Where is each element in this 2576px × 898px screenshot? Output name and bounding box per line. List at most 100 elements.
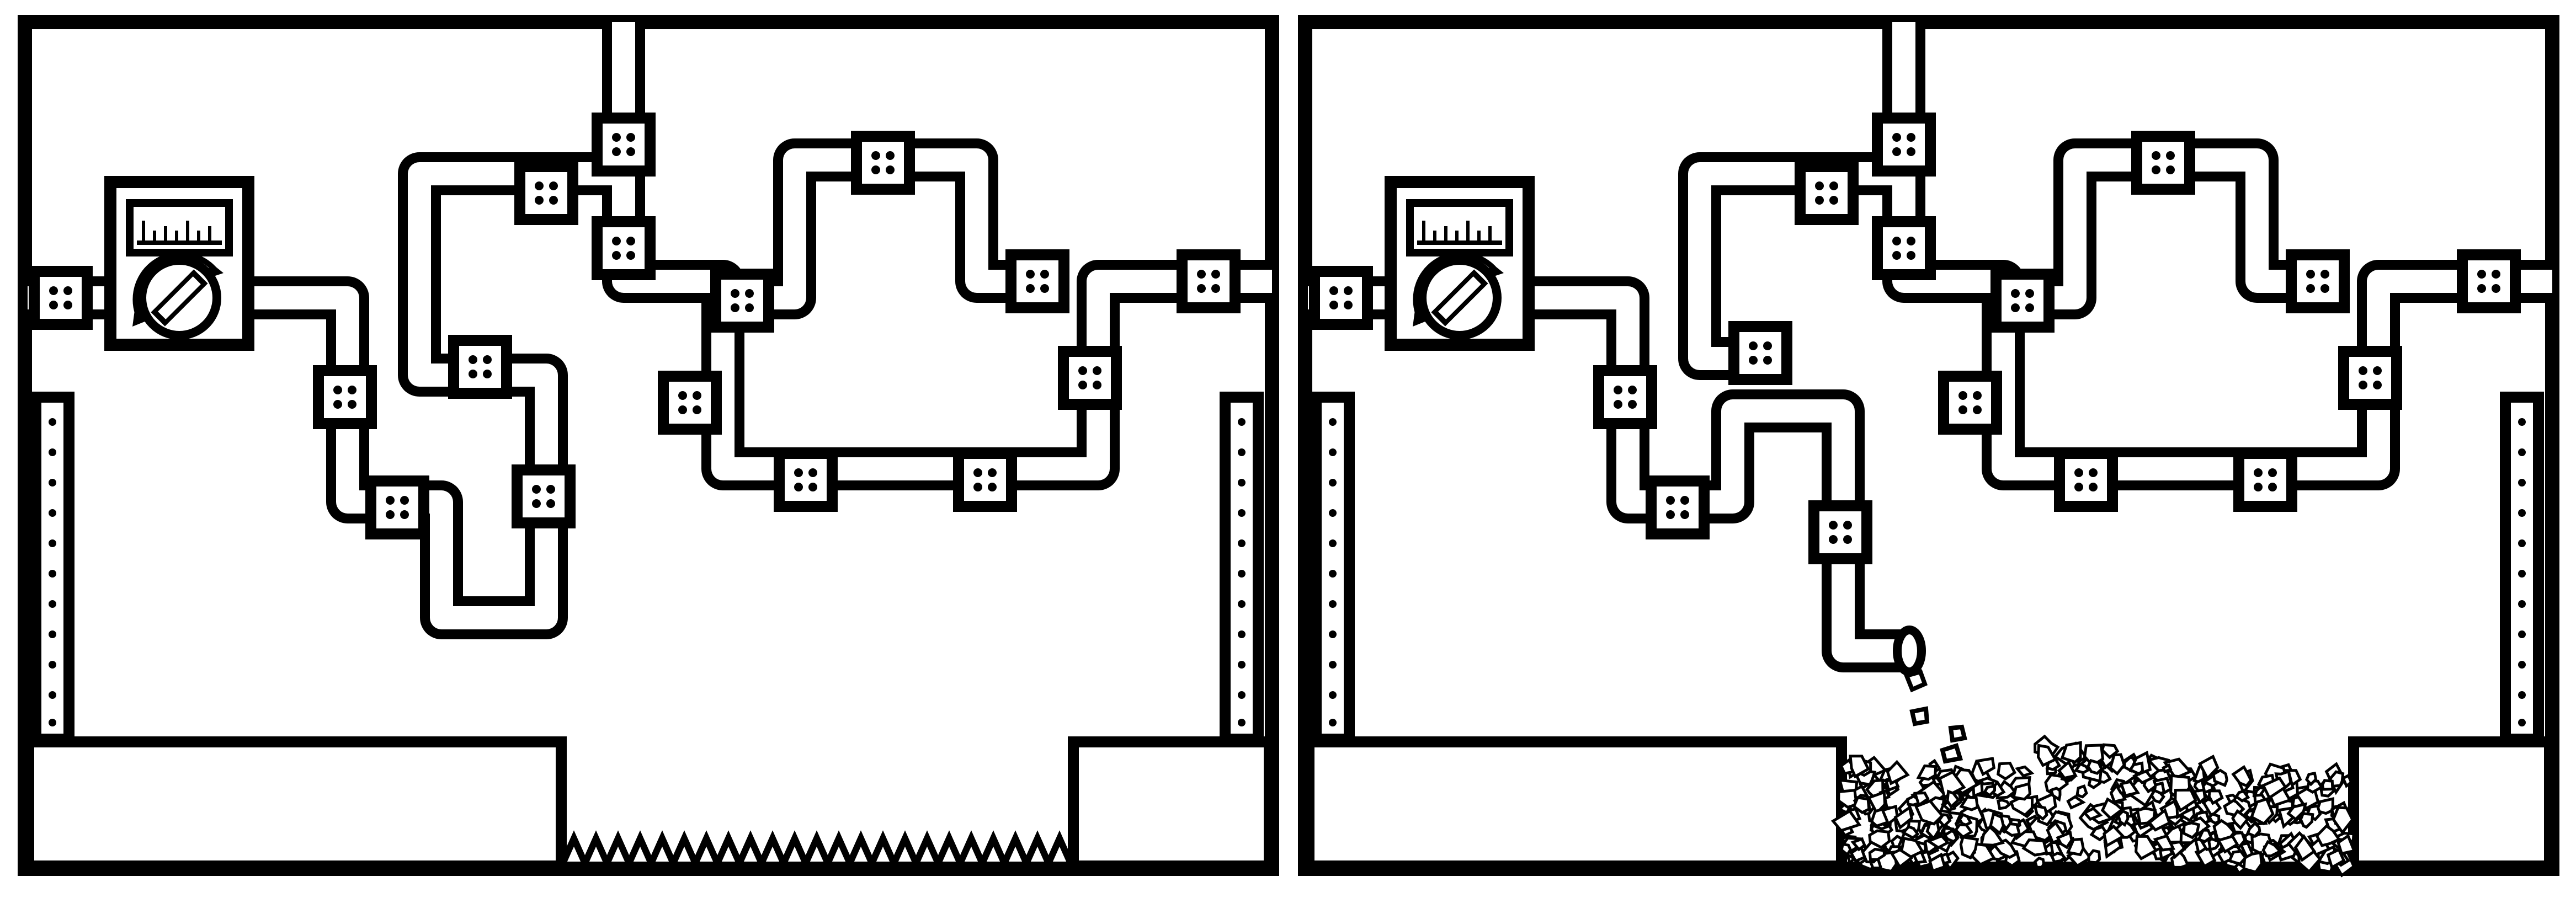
rubble-piece bbox=[2250, 797, 2275, 826]
rubble-piece bbox=[1925, 820, 1940, 841]
rubble-piece bbox=[1996, 761, 2017, 781]
rubble-piece bbox=[2174, 788, 2197, 813]
control-box bbox=[110, 182, 248, 345]
rubble-piece bbox=[2066, 846, 2093, 868]
rubble-piece bbox=[2119, 780, 2141, 798]
rubble-piece bbox=[2242, 851, 2263, 874]
rubble-piece bbox=[1840, 842, 1853, 857]
rubble-piece bbox=[1959, 795, 1979, 811]
pit-grass bbox=[560, 830, 1074, 872]
rubble-piece bbox=[2100, 797, 2125, 820]
rubble-piece bbox=[1852, 796, 1871, 814]
rubble-piece bbox=[2286, 802, 2308, 821]
rubble-piece bbox=[2337, 833, 2356, 856]
rubble-piece bbox=[2011, 782, 2032, 801]
left-girder bbox=[1316, 397, 1349, 739]
rubble-piece bbox=[2087, 849, 2101, 864]
rubble-piece bbox=[1900, 836, 1925, 859]
rubble-piece bbox=[2153, 834, 2176, 852]
falling-debris bbox=[1903, 669, 1967, 764]
rubble-piece bbox=[1886, 760, 1910, 785]
rubble-piece bbox=[2231, 809, 2250, 830]
ground-right bbox=[1068, 736, 1275, 872]
rubble-piece bbox=[2066, 795, 2086, 810]
panel-before bbox=[18, 15, 1279, 876]
rubble-piece bbox=[2066, 837, 2085, 857]
rubble-piece bbox=[1979, 825, 2005, 847]
rubble-piece bbox=[2149, 788, 2165, 804]
rubble-piece bbox=[2261, 776, 2287, 800]
rubble-piece bbox=[2033, 804, 2048, 821]
rubble-piece bbox=[1868, 829, 1891, 849]
rubble-piece bbox=[2060, 741, 2082, 764]
rubble-piece bbox=[2116, 809, 2130, 827]
rubble-piece bbox=[2234, 789, 2250, 803]
rubble-piece bbox=[2135, 835, 2158, 860]
right-girder bbox=[2505, 397, 2538, 739]
panel-after bbox=[1298, 15, 2559, 876]
rubble-piece bbox=[2332, 806, 2354, 835]
rubble-piece bbox=[1849, 755, 1870, 779]
rubble-piece bbox=[2299, 812, 2314, 829]
right-girder bbox=[1225, 397, 1258, 739]
rubble-piece bbox=[1870, 808, 1890, 828]
control-box bbox=[1391, 182, 1529, 345]
rubble-piece bbox=[1946, 789, 1961, 809]
rubble-piece bbox=[1989, 811, 2005, 836]
rubble-piece bbox=[2304, 771, 2318, 787]
rubble-piece bbox=[2057, 760, 2078, 780]
rubble-piece bbox=[2003, 822, 2021, 837]
rubble-piece bbox=[1868, 847, 1886, 862]
rubble-piece bbox=[2089, 825, 2109, 842]
rubble-piece bbox=[2261, 840, 2282, 858]
rubble-pile bbox=[1830, 734, 2356, 878]
rubble-piece bbox=[2036, 744, 2057, 767]
rubble-piece bbox=[1928, 852, 1947, 873]
rubble-piece bbox=[2207, 812, 2221, 825]
rubble-piece bbox=[2320, 779, 2334, 791]
rubble-piece bbox=[2162, 763, 2173, 774]
rubble-piece bbox=[2193, 778, 2206, 793]
rubble-piece bbox=[2050, 852, 2067, 864]
rubble-piece bbox=[2109, 753, 2126, 776]
rubble-piece bbox=[2182, 821, 2201, 840]
rubble-piece bbox=[1983, 784, 1997, 798]
rubble-piece bbox=[1975, 757, 1996, 777]
ground-left bbox=[1303, 736, 1847, 872]
rubble-piece bbox=[1914, 799, 1944, 826]
ground-right bbox=[2348, 736, 2555, 872]
ground-left bbox=[23, 736, 567, 872]
rubble-piece bbox=[1901, 825, 1920, 840]
rubble-piece bbox=[1916, 764, 1938, 781]
rubble-piece bbox=[2033, 856, 2046, 869]
rubble-piece bbox=[2196, 828, 2213, 843]
rubble-piece bbox=[2086, 758, 2104, 775]
rubble-piece bbox=[2207, 789, 2224, 805]
rubble-piece bbox=[2009, 795, 2034, 817]
rubble-piece bbox=[2245, 821, 2261, 838]
rubble-piece bbox=[2197, 754, 2220, 781]
rubble-piece bbox=[2128, 761, 2144, 776]
rubble-piece bbox=[1925, 834, 1950, 849]
rubble-piece bbox=[1837, 788, 1858, 809]
rubble-piece bbox=[2212, 768, 2228, 787]
rubble-piece bbox=[2100, 743, 2120, 760]
rubble-piece bbox=[2021, 838, 2049, 857]
left-girder bbox=[36, 397, 69, 739]
rubble-piece bbox=[2231, 765, 2253, 788]
rubble-piece bbox=[1850, 837, 1866, 852]
rubble-piece bbox=[1893, 805, 1914, 830]
rubble-piece bbox=[2132, 769, 2154, 784]
rubble-piece bbox=[1849, 844, 1867, 863]
rubble-piece bbox=[2073, 762, 2091, 774]
rubble-piece bbox=[2192, 787, 2207, 805]
rubble-piece bbox=[2216, 835, 2239, 854]
rubble-piece bbox=[2015, 765, 2035, 778]
rubble-piece bbox=[2056, 831, 2073, 849]
rubble-piece bbox=[2315, 824, 2341, 847]
rubble-piece bbox=[2147, 808, 2171, 832]
rubble-piece bbox=[1942, 829, 1959, 843]
rubble-piece bbox=[1959, 835, 1979, 860]
rubble-piece bbox=[2293, 834, 2317, 862]
